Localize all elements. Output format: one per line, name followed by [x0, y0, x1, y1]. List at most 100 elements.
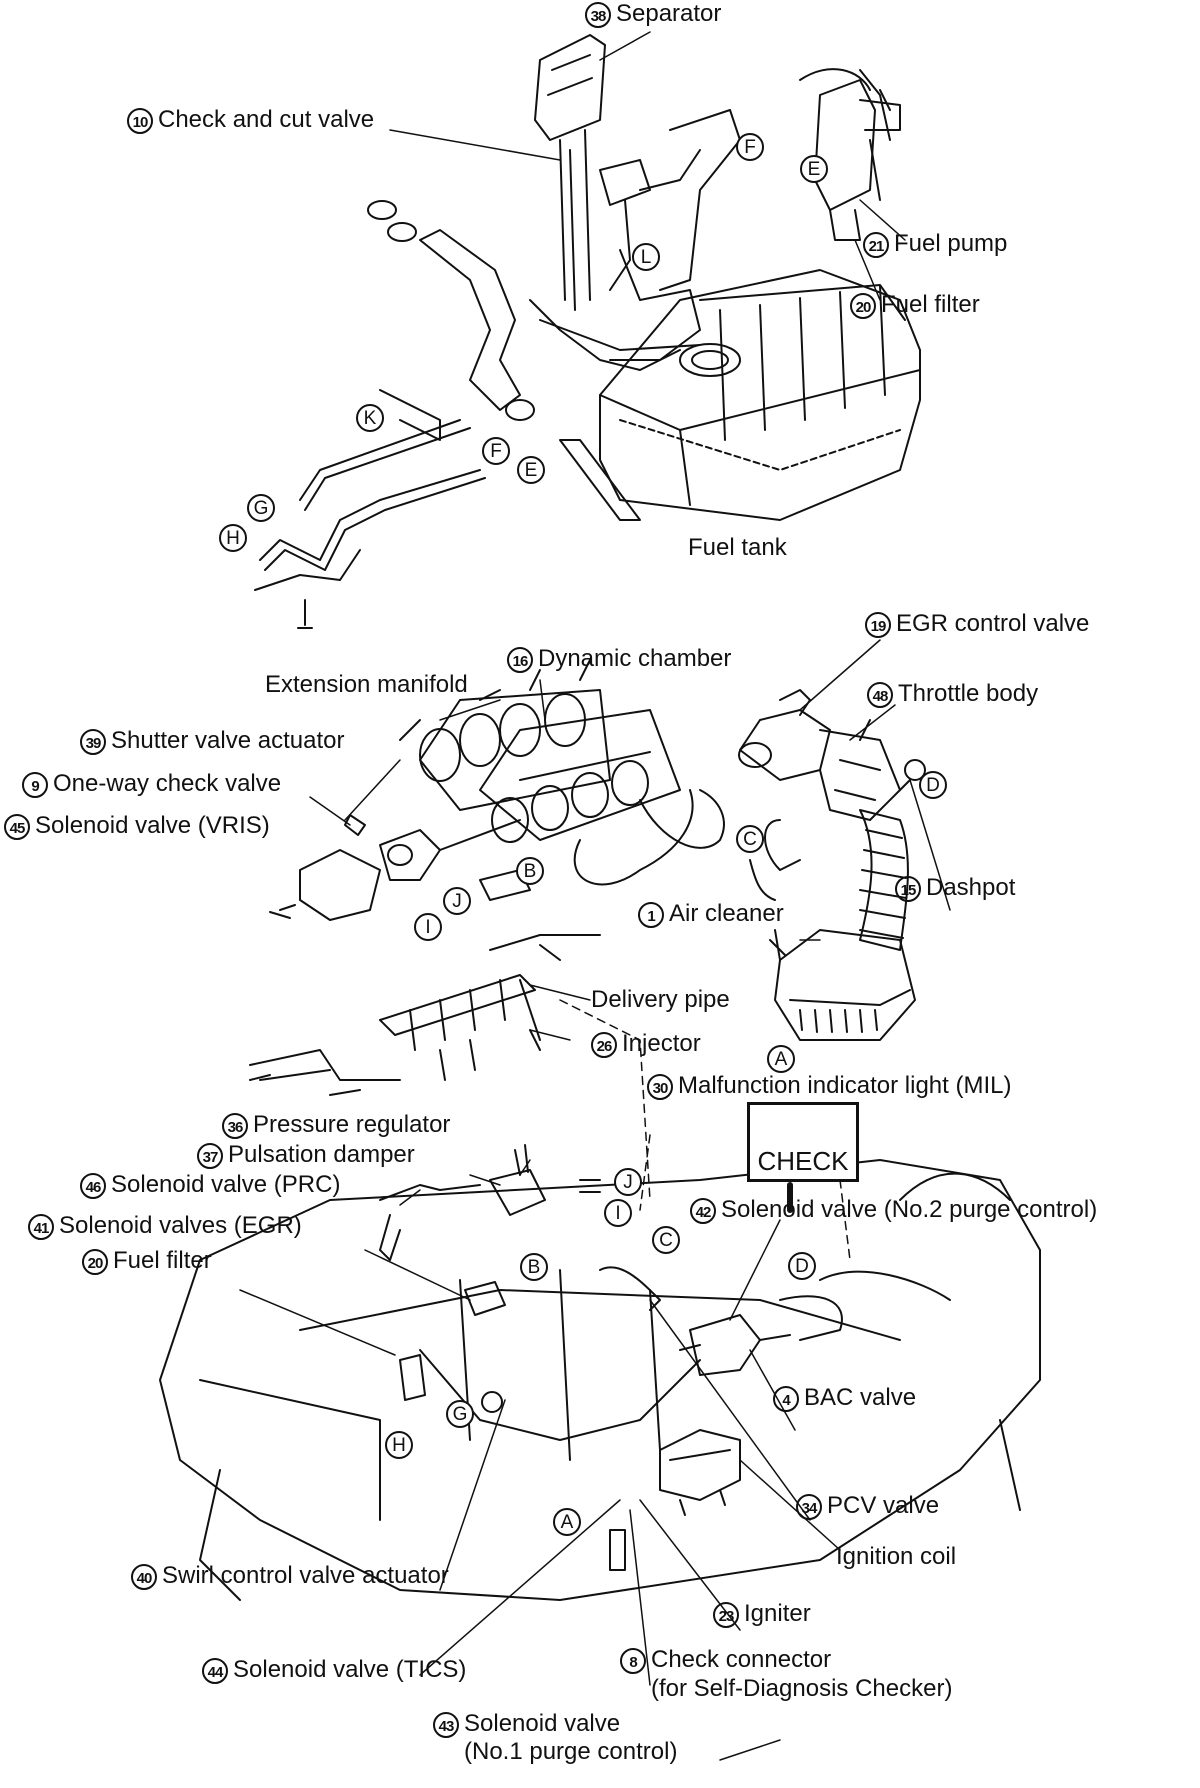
- mil-check-box: CHECK: [747, 1102, 859, 1182]
- label-solenoid-purge1-sub: (No.1 purge control): [464, 1738, 678, 1765]
- connector-H-top: H: [219, 524, 247, 552]
- delivery-pipe-drawing: [249, 869, 601, 1096]
- callout-number: 8: [620, 1647, 646, 1674]
- connector-B-low: B: [520, 1253, 548, 1281]
- callout-number: 10: [127, 107, 153, 134]
- callout-number: 42: [690, 1197, 716, 1224]
- bac-valve-drawing: [679, 1295, 843, 1376]
- connector-L: L: [632, 243, 660, 271]
- label-ignition-coil: Ignition coil: [836, 1543, 957, 1570]
- connector-A-mid: A: [767, 1045, 795, 1073]
- callout-number: 4: [773, 1385, 799, 1412]
- connector-F-top: F: [736, 133, 764, 161]
- callout-number: 30: [647, 1073, 673, 1100]
- dashed-guides: [559, 999, 851, 1261]
- intake-hose-drawing: [749, 809, 909, 951]
- callout-number: 34: [796, 1493, 822, 1520]
- engine-compartment-drawing: [159, 1159, 1041, 1601]
- shutter-actuator-drawing: [269, 814, 521, 921]
- label-check-connector-sub: (for Self-Diagnosis Checker): [651, 1675, 953, 1702]
- callout-number: 23: [713, 1601, 739, 1628]
- connector-H-low: H: [385, 1431, 413, 1459]
- callout-number: 21: [863, 231, 889, 258]
- connector-D-mid: D: [919, 771, 947, 799]
- connector-K: K: [356, 404, 384, 432]
- dynamic-chamber-drawing: [479, 659, 725, 886]
- connector-E-top: E: [800, 155, 828, 183]
- egr-solenoids-drawing: [399, 1281, 506, 1413]
- callout-number: 39: [80, 728, 106, 755]
- connector-J-low: J: [614, 1168, 642, 1196]
- connector-A-low: A: [553, 1508, 581, 1536]
- connector-B-mid: B: [516, 857, 544, 885]
- air-cleaner-drawing: [769, 929, 916, 1041]
- connector-G-low: G: [446, 1400, 474, 1428]
- callout-number: 38: [585, 1, 611, 28]
- check-cut-valve-drawing: [599, 109, 741, 361]
- extension-manifold-drawing: [399, 689, 611, 811]
- callout-number: 41: [28, 1213, 54, 1240]
- egr-valve-throttle-drawing: [738, 689, 926, 821]
- callout-number: 9: [22, 771, 48, 798]
- connector-I-mid: I: [414, 913, 442, 941]
- connector-E-mid: E: [517, 456, 545, 484]
- mil-check-text: CHECK: [757, 1146, 849, 1176]
- callout-number: 20: [82, 1248, 108, 1275]
- filler-neck-drawing: [367, 200, 701, 421]
- callout-number: 15: [895, 875, 921, 902]
- callout-number: 40: [131, 1563, 157, 1590]
- callout-number: 46: [80, 1172, 106, 1199]
- connector-C-mid: C: [736, 825, 764, 853]
- callout-number: 19: [865, 611, 891, 638]
- connector-C-low: C: [652, 1226, 680, 1254]
- callout-number: 20: [850, 292, 876, 319]
- fuel-tank-drawing: [559, 269, 921, 521]
- connector-I-low: I: [604, 1199, 632, 1227]
- label-delivery-pipe: Delivery pipe: [591, 986, 730, 1013]
- callout-number: 45: [4, 813, 30, 840]
- callout-number: 26: [591, 1031, 617, 1058]
- fuel-lines-drawing: [254, 389, 486, 629]
- prc-regulator-drawing: [379, 1144, 661, 1311]
- callout-number: 37: [197, 1142, 223, 1169]
- label-fuel-tank: Fuel tank: [688, 534, 787, 561]
- fuel-pump-drawing: [799, 68, 901, 241]
- connector-J-mid: J: [443, 887, 471, 915]
- separator-drawing: [534, 34, 606, 311]
- callout-number: 1: [638, 901, 664, 928]
- callout-number: 43: [433, 1711, 459, 1738]
- connector-D-low: D: [788, 1252, 816, 1280]
- callout-number: 16: [507, 646, 533, 673]
- ignition-coil-drawing: [609, 1429, 741, 1571]
- connector-G-top: G: [247, 494, 275, 522]
- callout-number: 36: [222, 1112, 248, 1139]
- connector-F-mid: F: [482, 437, 510, 465]
